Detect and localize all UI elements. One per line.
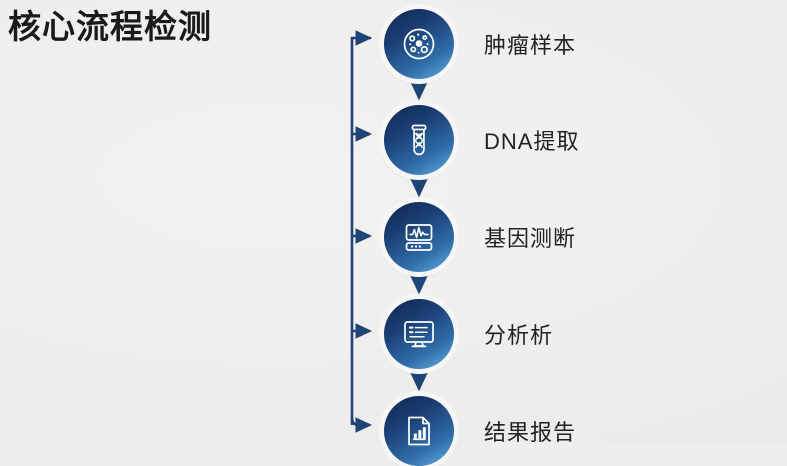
page-title: 核心流程检测	[8, 8, 212, 45]
flow-step-label: 结果报告	[484, 420, 577, 445]
flow-step-tumor-sample[interactable]: 肿瘤样本	[384, 9, 576, 79]
branch-arrow-5	[350, 417, 373, 433]
report-document-chart-icon	[398, 410, 440, 452]
flow-node-circle-1[interactable]	[384, 9, 454, 79]
flow-node-circle-2[interactable]	[384, 105, 454, 175]
flow-step-analysis[interactable]: 分析析	[384, 299, 553, 369]
flow-step-result-report[interactable]: 结果报告	[384, 396, 576, 466]
flow-step-label: 肿瘤样本	[484, 33, 577, 58]
branch-arrow-1	[350, 30, 373, 46]
flow-node-circle-3[interactable]	[384, 202, 454, 272]
flow-step-label: 基因测断	[484, 226, 577, 251]
flow-step-gene-sequencing[interactable]: 基因测断	[384, 202, 576, 272]
flow-step-label: 分析析	[484, 323, 554, 348]
flow-node-circle-4[interactable]	[384, 299, 454, 369]
flow-step-dna-extraction[interactable]: DNA提取	[384, 105, 579, 175]
petri-dish-icon	[398, 23, 440, 65]
test-tube-dna-icon	[398, 119, 440, 161]
flow-step-label: DNA提取	[484, 129, 580, 154]
process-flow-diagram: 肿瘤样本 DNA提取	[350, 9, 579, 466]
desktop-analysis-icon	[398, 313, 440, 355]
flow-connectors	[350, 30, 428, 433]
flow-node-circle-5[interactable]	[384, 396, 454, 466]
sequencer-monitor-icon	[398, 216, 440, 258]
